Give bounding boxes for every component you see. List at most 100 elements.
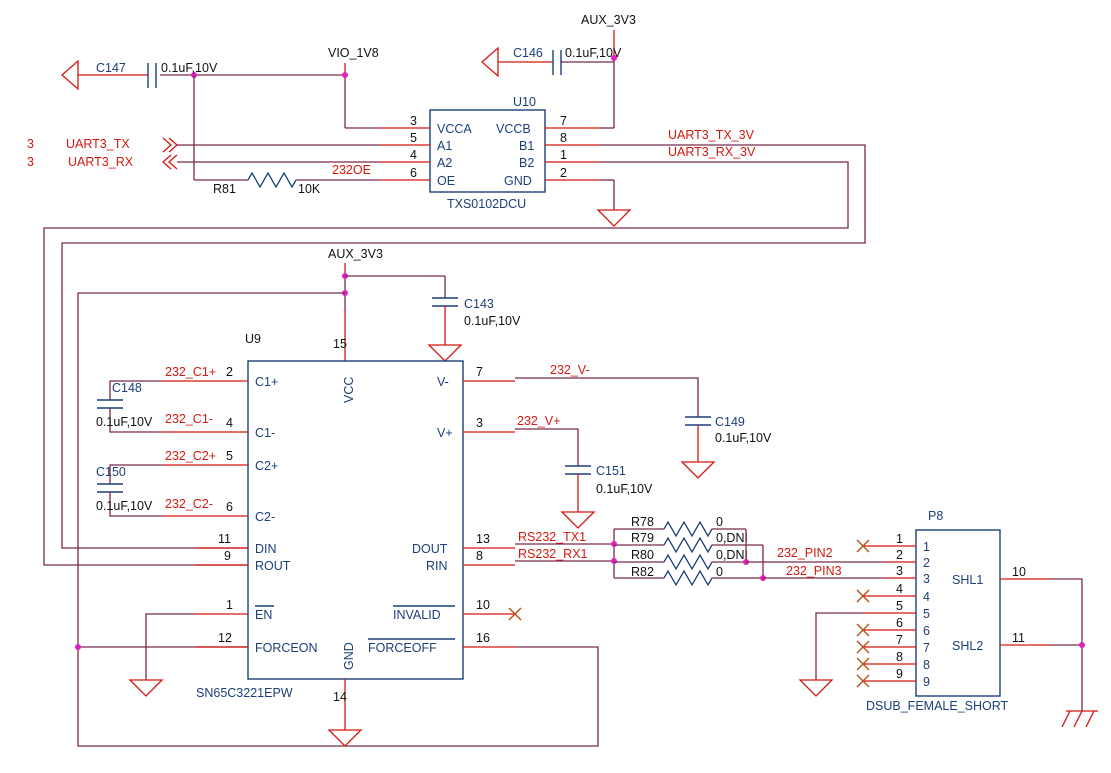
- aux-3v3-u9-label: AUX_3V3: [328, 247, 383, 261]
- u9-pin-c2n: C2-: [255, 510, 275, 524]
- u10-pin-1-num: 1: [560, 148, 567, 162]
- u9-pin-11-num: 11: [218, 532, 231, 546]
- u10-pin-oe: OE: [437, 174, 455, 188]
- net-vneg-label: 232_V-: [550, 363, 590, 377]
- net-uart3-tx-3v: UART3_TX_3V: [668, 128, 755, 142]
- u9-pin-6-num: 6: [226, 500, 233, 514]
- net-vpos-label: 232_V+: [517, 414, 560, 428]
- net-pin3-label: 232_PIN3: [786, 564, 842, 578]
- u9-pin-3-num: 3: [476, 416, 483, 430]
- u10-pin-2-num: 2: [560, 166, 567, 180]
- p8-pin-7-outer: 7: [896, 633, 903, 647]
- p8-pin-6-outer: 6: [896, 616, 903, 630]
- uart3-rx-arrow2-icon: [168, 154, 178, 170]
- u10-pin-6-num: 6: [410, 166, 417, 180]
- c151-ref: C151: [596, 464, 626, 478]
- c150-value: 0.1uF,10V: [96, 499, 153, 513]
- p8-pin-5-outer: 5: [896, 599, 903, 613]
- u10-pin-b1: B1: [519, 139, 534, 153]
- c149-value: 0.1uF,10V: [715, 431, 772, 445]
- c147-ref: C147: [96, 61, 126, 75]
- p8-pin-7-inner: 7: [923, 641, 930, 655]
- r80-resistor: [614, 553, 746, 571]
- u9-ground-icon: [327, 729, 363, 747]
- u10-pin-4-num: 4: [410, 148, 417, 162]
- p8-pin-9-inner: 9: [923, 675, 930, 689]
- u9-pin-5-num: 5: [226, 449, 233, 463]
- u9-pin-16-num: 16: [476, 631, 490, 645]
- p8-pin-3-outer: 3: [896, 564, 903, 578]
- p8-part: DSUB_FEMALE_SHORT: [866, 699, 1009, 713]
- p8-pin-10-num: 10: [1012, 565, 1026, 579]
- u10-pin-gnd: GND: [504, 174, 532, 188]
- p8-noconnect-icons: [856, 539, 870, 688]
- u9-pin-gnd: GND: [342, 642, 356, 670]
- u9-pin-4-num: 4: [226, 416, 233, 430]
- wire-vpos: [515, 428, 579, 466]
- u9-ref: U9: [245, 332, 261, 346]
- u9-pin-c1p: C1+: [255, 375, 278, 389]
- u9-pin-en: EN: [255, 608, 272, 622]
- r78-value: 0: [716, 515, 723, 529]
- junction-tx: [611, 541, 617, 547]
- p8-shl1-label: SHL1: [952, 573, 983, 587]
- u10-part: TXS0102DCU: [447, 197, 526, 211]
- uart3-rx-sheet: 3: [27, 155, 34, 169]
- c146-value: 0.1uF,10V: [565, 46, 622, 60]
- c147-value: 0.1uF,10V: [161, 61, 218, 75]
- u9-pin-15-num: 15: [333, 337, 347, 351]
- uart3-tx-label: UART3_TX: [66, 137, 130, 151]
- p8-pin-lines: [863, 545, 916, 682]
- u10-pin-vccb: VCCB: [496, 122, 531, 136]
- r79-resistor: [614, 536, 763, 554]
- wire-p8-pin5-gnd: [815, 612, 863, 680]
- aux-3v3-top-label: AUX_3V3: [581, 13, 636, 27]
- c143-value: 0.1uF,10V: [464, 314, 521, 328]
- net-rs232-tx-label: RS232_TX1: [518, 530, 586, 544]
- u9-pin-vpos: V+: [437, 426, 453, 440]
- u9-pin-c1n: C1-: [255, 426, 275, 440]
- u9-invalid-nc-icon: [508, 607, 522, 621]
- vio-1v8-label: VIO_1V8: [328, 46, 379, 60]
- p8-pin-6-inner: 6: [923, 624, 930, 638]
- junction-shell: [1079, 642, 1085, 648]
- junction-vio: [342, 72, 348, 78]
- r80-ref: R80: [631, 548, 654, 562]
- u9-pin-forceon: FORCEON: [255, 641, 318, 655]
- uart3-rx-label: UART3_RX: [68, 155, 134, 169]
- p8-pin-2-inner: 2: [923, 556, 930, 570]
- c146-ref: C146: [513, 46, 543, 60]
- p8-pin-1-inner: 1: [923, 540, 930, 554]
- net-c1n-label: 232_C1-: [165, 412, 213, 426]
- u10-pin-b2: B2: [519, 156, 534, 170]
- p8-shl2-label: SHL2: [952, 639, 983, 653]
- u9-pin-1-num: 1: [226, 598, 233, 612]
- r82-value: 0: [716, 565, 723, 579]
- r80-value: 0,DNI: [716, 548, 748, 562]
- u9-pin-14-num: 14: [333, 690, 347, 704]
- wire-c148-top: [109, 380, 163, 400]
- wire-shell: [1050, 578, 1083, 711]
- junction-rx: [611, 558, 617, 564]
- net-c2n-label: 232_C2-: [165, 497, 213, 511]
- u10-ref: U10: [513, 95, 536, 109]
- u10-right-pins: [545, 127, 600, 181]
- c149-ref: C149: [715, 415, 745, 429]
- u10-ground-icon: [596, 209, 632, 227]
- u10-pin-3-num: 3: [410, 114, 417, 128]
- wire-tx-3v-to-din: [61, 144, 866, 549]
- r78-ref: R78: [631, 515, 654, 529]
- u9-pin-10-num: 10: [476, 598, 490, 612]
- c148-value: 0.1uF,10V: [96, 415, 153, 429]
- c143-ground-icon: [427, 344, 463, 362]
- wire-c150-top: [109, 464, 163, 484]
- junction-forceon: [75, 644, 81, 650]
- u10-pin-8-num: 8: [560, 131, 567, 145]
- net-uart3-rx-3v: UART3_RX_3V: [668, 145, 756, 159]
- net-rs232-rx-label: RS232_RX1: [518, 547, 588, 561]
- u10-pin-a1: A1: [437, 139, 452, 153]
- wire-en-gnd: [145, 613, 195, 680]
- p8-pin-11-num: 11: [1012, 631, 1025, 645]
- p8-body: [915, 529, 1001, 697]
- u9-pin-8-num: 8: [476, 549, 483, 563]
